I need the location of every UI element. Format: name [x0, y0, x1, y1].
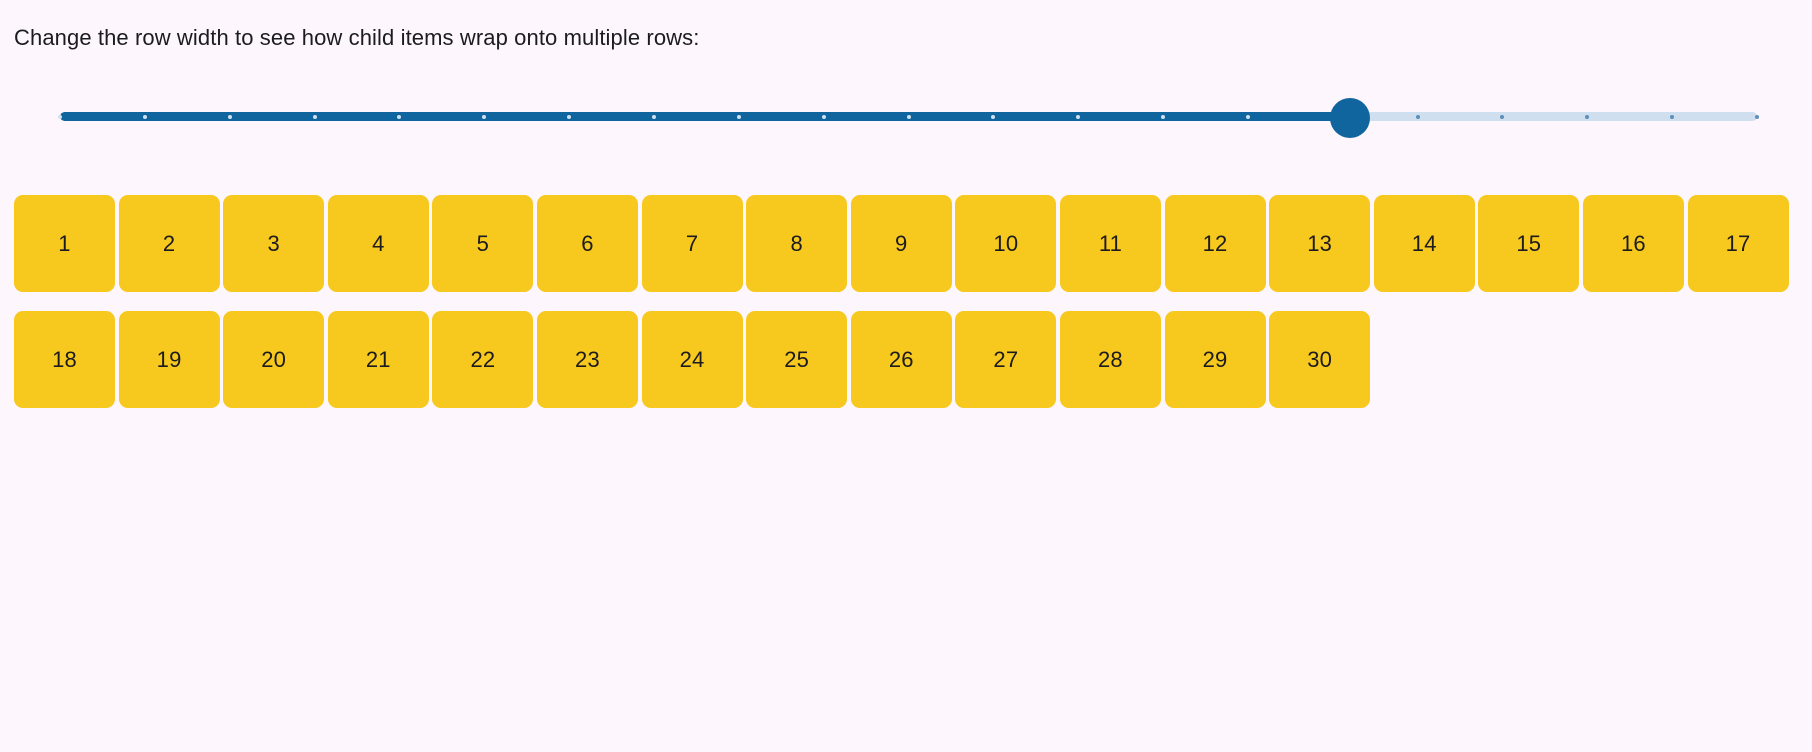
wrap-tile: 21: [327, 311, 429, 408]
wrap-tile: 13: [1269, 195, 1371, 292]
page-instruction: Change the row width to see how child it…: [14, 25, 700, 50]
wrap-tile: 30: [1269, 311, 1371, 408]
wrap-tile: 12: [1164, 195, 1266, 292]
wrap-tile: 7: [641, 195, 743, 292]
wrap-tile: 17: [1687, 195, 1789, 292]
wrap-tile: 20: [223, 311, 325, 408]
wrap-tile: 9: [850, 195, 952, 292]
wrap-tile: 26: [850, 311, 952, 408]
wrap-tile: 6: [536, 195, 638, 292]
wrap-tile: 1: [14, 195, 115, 292]
wrap-tile: 8: [746, 195, 848, 292]
wrap-tile: 19: [118, 311, 220, 408]
wrap-tile: 11: [1059, 195, 1161, 292]
wrap-tile: 24: [641, 311, 743, 408]
wrap-tile: 4: [327, 195, 429, 292]
slider-thumb[interactable]: [1329, 98, 1370, 138]
wrap-tile: 5: [432, 195, 534, 292]
row-width-slider[interactable]: [58, 98, 1759, 138]
wrap-tile: 16: [1582, 195, 1684, 292]
wrap-tile: 10: [955, 195, 1057, 292]
slider-track-filled: [60, 112, 1350, 121]
wrap-tile: 15: [1478, 195, 1580, 292]
wrap-tile: 2: [118, 195, 220, 292]
wrap-tile: 25: [746, 311, 848, 408]
slider-track[interactable]: [60, 112, 1757, 121]
wrap-tile: 14: [1373, 195, 1475, 292]
wrap-tile: 29: [1164, 311, 1266, 408]
wrap-tile: 27: [955, 311, 1057, 408]
wrap-tile: 3: [223, 195, 325, 292]
wrap-tile: 22: [432, 311, 534, 408]
wrap-tile: 23: [536, 311, 638, 408]
wrap-tile: 18: [14, 311, 115, 408]
wrap-tile: 28: [1059, 311, 1161, 408]
